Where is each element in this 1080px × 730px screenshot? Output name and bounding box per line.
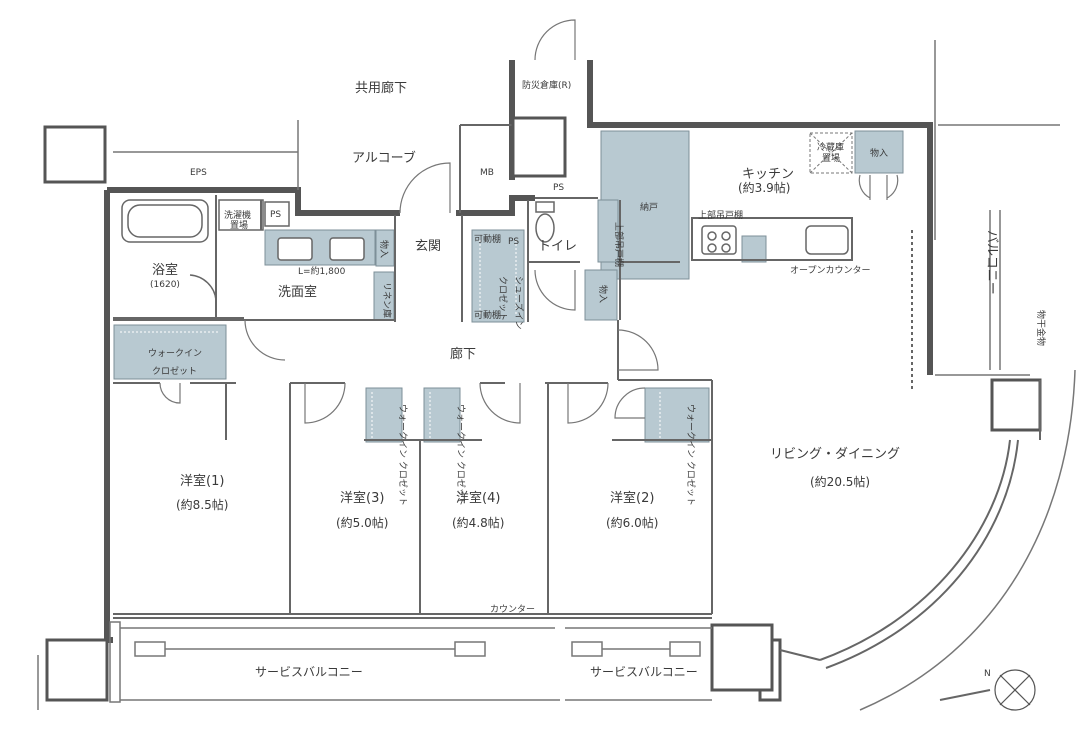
- label-service-balcony-left: サービスバルコニー: [255, 665, 363, 679]
- dashed-cabinets: [120, 240, 661, 438]
- label-shoes-closet: シューズイン: [513, 276, 525, 330]
- label-mb: MB: [480, 168, 494, 178]
- label-laundry-2: 置場: [230, 219, 248, 231]
- label-disaster-storage: 防災倉庫(R): [522, 79, 571, 91]
- label-room1-size: (約8.5帖): [176, 497, 228, 512]
- fridge-box: [809, 132, 853, 174]
- label-wic3: ウォークイン クロゼット: [397, 404, 409, 506]
- label-ps-top: PS: [553, 183, 564, 193]
- wic1-area: [113, 324, 227, 380]
- label-pantry: 納戸: [640, 201, 658, 213]
- label-storage-wash: 物入: [378, 240, 390, 258]
- label-wic2: ウォークイン クロゼット: [685, 404, 697, 506]
- label-bath-size: (1620): [150, 280, 180, 290]
- label-room3-size: (約5.0帖): [336, 515, 388, 530]
- balcony-right: [859, 40, 1076, 711]
- label-balcony: バルコニー: [984, 230, 999, 295]
- label-laundry: 洗濯機: [224, 209, 251, 221]
- kitchen-fixture-area: [741, 235, 767, 263]
- columns: [43, 116, 1042, 702]
- label-counter: カウンター: [490, 604, 535, 615]
- label-north: N: [984, 669, 991, 679]
- label-room4-size: (約4.8帖): [452, 515, 504, 530]
- eps-zone: [113, 120, 299, 190]
- label-service-balcony-right: サービスバルコニー: [590, 665, 698, 679]
- label-shoes-closet-2: クロゼット: [497, 276, 509, 321]
- label-kitchen: キッチン: [742, 167, 794, 182]
- wic3-area: [365, 387, 403, 443]
- shoes-closet-area: [471, 229, 525, 323]
- label-storage-toilet: 物入: [597, 285, 609, 303]
- label-eps: EPS: [190, 168, 207, 178]
- label-alcove: アルコーブ: [352, 150, 416, 166]
- label-room2: 洋室(2): [610, 490, 654, 506]
- label-living-size: (約20.5帖): [810, 474, 870, 489]
- label-wic1: ウォークイン: [148, 348, 202, 359]
- label-washroom: 洗面室: [278, 284, 317, 300]
- label-drying-hardware: 物干金物: [1035, 310, 1047, 346]
- label-ps-wash: PS: [270, 210, 281, 220]
- wic4-area: [423, 387, 461, 443]
- label-corridor-common: 共用廊下: [355, 80, 407, 96]
- label-movable-shelf-top: 可動棚: [474, 233, 501, 245]
- label-room1: 洋室(1): [180, 473, 224, 489]
- storage-kitchen-area: [854, 130, 904, 174]
- label-room3: 洋室(3): [340, 490, 384, 506]
- bathtub: [121, 199, 217, 301]
- label-ps-toilet: PS: [508, 237, 519, 247]
- sinks: [277, 225, 849, 261]
- label-room4: 洋室(4): [456, 490, 500, 506]
- label-linen: リネン庫: [381, 282, 393, 318]
- labels: 共用廊下 防災倉庫(R) アルコーブ EPS MB PS PS PS 洗濯機 置…: [148, 79, 1047, 679]
- label-vanity-length: L=約1,800: [298, 265, 346, 277]
- label-entrance: 玄関: [415, 239, 441, 254]
- label-toilet: トイレ: [538, 239, 577, 254]
- label-fridge-2: 置場: [822, 152, 840, 164]
- living-curved-wall: [779, 380, 1041, 701]
- doors: [159, 19, 899, 424]
- label-fridge: 冷蔵庫: [817, 141, 844, 153]
- service-balcony: [37, 621, 712, 710]
- label-hallway: 廊下: [450, 346, 476, 362]
- label-kitchen-size: (約3.9帖): [738, 180, 790, 195]
- label-wic4: ウォークイン クロゼット: [455, 404, 467, 506]
- label-room2-size: (約6.0帖): [606, 515, 658, 530]
- label-bath: 浴室: [152, 262, 178, 278]
- label-movable-shelf-bottom: 可動棚: [474, 309, 501, 321]
- label-storage-kitchen: 物入: [870, 147, 888, 159]
- laundry-box: [218, 199, 290, 231]
- north-compass: [994, 669, 1036, 711]
- label-wic1-2: クロゼット: [152, 365, 197, 377]
- label-upper-cabinet: 上部吊戸棚: [698, 209, 743, 221]
- toilet-shelf-area: [597, 199, 619, 263]
- label-living: リビング・ダイニング: [770, 447, 900, 462]
- toilet-fixture: [535, 201, 555, 243]
- storage-toilet-area: [584, 269, 618, 321]
- wic2-area: [644, 387, 710, 443]
- label-open-counter: オープンカウンター: [790, 265, 870, 276]
- label-toilet-shelf: 上部吊戸棚: [613, 222, 625, 267]
